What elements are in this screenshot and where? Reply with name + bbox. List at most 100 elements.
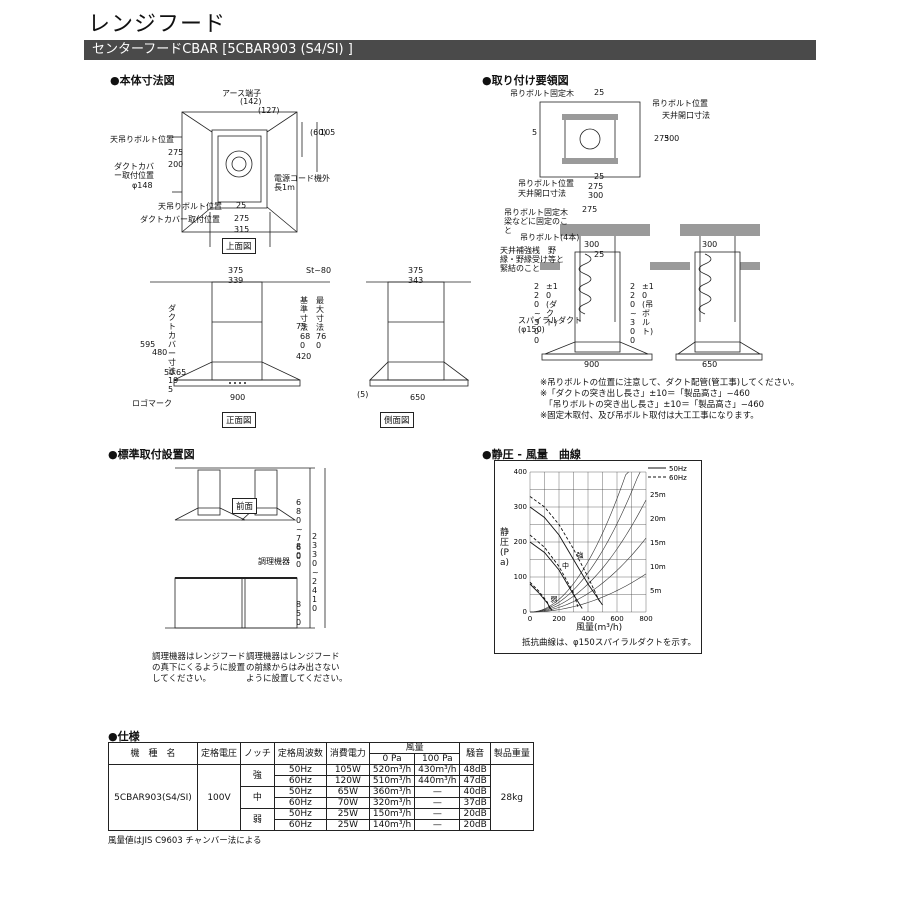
dim-275-h: 275 [234,214,250,223]
spec-subheader-100pa: 100 Pa [414,753,461,765]
install-reinforcement-label: 天井補強桟 野縁・野縁受け等と緊結のこと [500,246,564,273]
spec-cell: 510m³/h [368,775,416,787]
standard-note-2: 調理機器はレンジフード の前縁からはみ出さない ように設置してください。 [246,652,348,684]
spec-cell: — [414,786,461,798]
front-dim-65: 65 [176,368,187,377]
spec-header-power: 消費電力 [325,742,370,765]
install-f-dim-275: 275 [582,205,598,214]
section-standard-title: ●標準取付設置図 [108,448,195,461]
ceiling-bolt-pos-label-2: 天吊りボルト位置 [158,202,222,211]
chart-y-tick-label: 200 [514,538,527,546]
side-view-caption: 側面図 [380,412,414,428]
spec-voltage: 100V [196,764,242,831]
side-dim-375: 375 [408,266,424,275]
install-dim-25: 25 [594,88,605,97]
side-view-diagram [366,281,471,387]
chart-x-tick-label: 200 [552,615,565,623]
dim-142: (142) [240,97,262,106]
dim-60: (60) [310,128,327,137]
spec-cell: 520m³/h [368,764,416,776]
install-spiral-duct-label: スパイラルダクト [518,316,582,325]
table-row: 60Hz 25W 140m³/h — 20dB [109,819,534,831]
install-f-dim-pm10-duct: ±10(ダクト) [546,282,558,327]
page-title: レンジフード [88,12,227,37]
duct-cover-dim-label: ダクトカバー寸法195 [168,304,179,394]
spec-header-notch: ノッチ [240,742,275,765]
standard-cooking-label: 調理機器 [258,557,290,566]
spec-cell: 140m³/h [368,819,416,831]
standard-note-1: 調理機器はレンジフード の真下にくるように設置 してください。 [152,652,246,684]
install-s-dim-300: 300 [702,240,718,249]
spec-model: 5CBAR903(S4/SI) [108,764,198,831]
chart-y-tick-label: 0 [523,608,527,616]
spec-header-airflow: 風量 [368,742,461,754]
chart-series-line [529,534,579,607]
install-dim-275-v: 275 [654,134,670,143]
chart-resistance-curve [529,471,641,613]
front-dim-595: 595 [140,340,156,349]
dim-127: (127) [258,106,280,115]
chart-x-tick-label: 800 [639,615,652,623]
install-f-dim-25: 25 [594,250,605,259]
install-bolt-wood-fix-label: 吊りボルト固定木 梁などに固定のこと [504,208,576,235]
front-dim-50: 50 [164,368,175,377]
spec-cell: 360m³/h [368,786,416,798]
chart-y-tick-label: 300 [514,503,527,511]
standard-dim-850: 850 [296,600,302,627]
install-ceiling-opening-label-2: 天井開口寸法 [518,189,566,198]
install-f-dim-220-300-b: 220~300 [630,282,637,345]
chart-legend-label: 60Hz [669,474,687,482]
spec-cell: 60Hz [273,775,327,787]
spec-cell: 65W [325,786,370,798]
spec-cell: 430m³/h [414,764,461,776]
table-row: 60Hz 70W 320m³/h — 37dB [109,797,534,809]
spec-cell: 120W [325,775,370,787]
spec-notch-mid: 中 [240,786,275,809]
chart-series-label: 中 [562,561,569,570]
spec-cell: 20dB [459,819,491,831]
chart-frame [494,460,702,654]
standard-dim-800: 800 [296,542,302,569]
chart-resistance-curve [529,573,647,613]
earth-terminal-label: アース端子 [222,89,262,98]
standard-install-diagram [165,467,326,629]
chart-y-tick-label: 400 [514,468,527,476]
install-phi150-label: (φ150) [518,325,545,334]
chart-series-line [529,581,551,611]
install-f-dim-300: 300 [584,240,600,249]
spec-cell: 105W [325,764,370,776]
install-dim-300-v: 300 [664,134,680,143]
front-dim-480: 480 [152,348,168,357]
chart-note: 抵抗曲線は、φ150スパイラルダクトを示す。 [522,638,696,648]
spec-cell: 70W [325,797,370,809]
standard-front-label: 前面 [232,498,258,514]
install-front-diagram [540,224,763,361]
chart-duct-length-label: 10m [650,563,666,571]
spec-cell: 60Hz [273,819,327,831]
install-f-dim-pm10-bolt: ±10(吊ボルト) [642,282,654,336]
section-install-title: ●取り付け要領図 [482,74,569,87]
model-subtitle-bar: センターフードCBAR [5CBAR903 (S4/SI) ] [84,40,816,60]
install-bolt-4-label: 吊りボルト(4本) [520,233,580,242]
spec-weight: 28kg [489,764,534,831]
duct-cover-pos-label: ダクトカバー取付位置 [114,162,154,180]
power-cord-label: 電源コード機外長1m [274,174,330,192]
chart-series-line [529,541,583,609]
chart-legend-label: 50Hz [669,465,687,473]
dim-200: 200 [168,160,184,169]
spec-cell: 150m³/h [368,808,416,820]
side-dim-5: (5) [357,390,369,399]
chart-y-tick-label: 100 [514,573,527,581]
spec-cell: — [414,797,461,809]
spec-cell: 37dB [459,797,491,809]
spec-cell: 25W [325,819,370,831]
spec-cell: 20dB [459,808,491,820]
spec-cell: 320m³/h [368,797,416,809]
spec-table: 機 種 名 定格電圧 ノッチ 定格周波数 消費電力 風量 騒音 製品重量 0 P… [108,742,534,831]
dim-25: 25 [236,201,247,210]
spec-cell: 25W [325,808,370,820]
spec-notch-weak: 弱 [240,808,275,831]
front-dim-339: 339 [228,276,244,285]
table-row: 5CBAR903(S4/SI) 100V 強 50Hz 105W 520m³/h… [108,764,534,831]
